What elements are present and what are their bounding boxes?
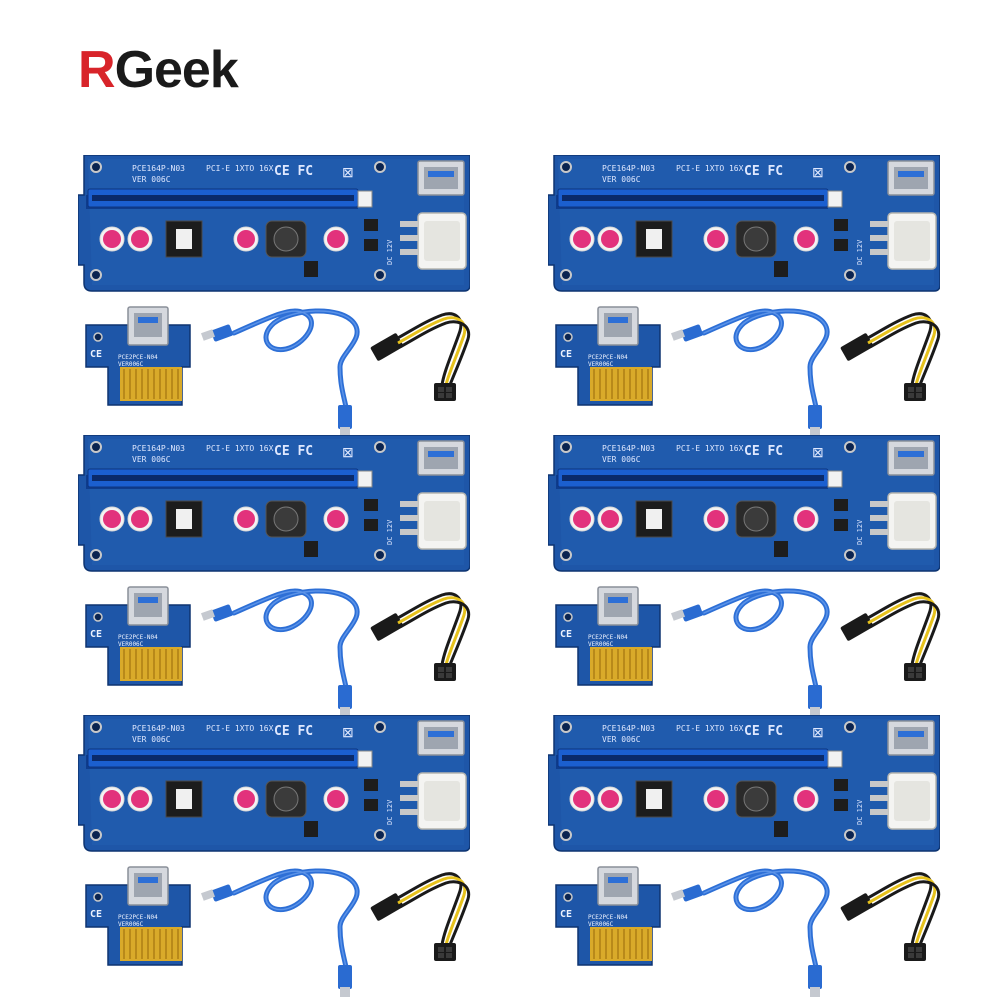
adapter-version-label: VER006C [118, 921, 144, 928]
board-model-label: PCE164P-N03 [132, 724, 185, 733]
board-slot-label: PCI-E 1XTO 16X [676, 444, 744, 453]
board-voltage-label: DC 12V [856, 239, 864, 265]
adapter-model-label: PCE2PCE-N04 [588, 354, 628, 361]
weee-bin-icon: ⊠ [342, 164, 354, 180]
board-cert-marks: CE FC [274, 164, 313, 179]
x1-adapter-card: CE PCE2PCE-N04 VER006C [555, 306, 661, 406]
adapter-cert-marks: CE [90, 629, 102, 640]
power-cable [370, 312, 471, 401]
board-version-label: VER 006C [602, 455, 641, 464]
board-version-label: VER 006C [602, 175, 641, 184]
adapter-version-label: VER006C [118, 361, 144, 368]
x1-adapter-card: CE PCE2PCE-N04 VER006C [85, 866, 191, 966]
usb-cable [200, 588, 360, 717]
riser-board: PCE164P-N03 VER 006C PCI-E 1XTO 16X CE F… [78, 155, 470, 292]
x1-adapter-card: CE PCE2PCE-N04 VER006C [85, 586, 191, 686]
x1-adapter-card: CE PCE2PCE-N04 VER006C [85, 306, 191, 406]
adapter-version-label: VER006C [118, 641, 144, 648]
adapter-model-label: PCE2PCE-N04 [588, 634, 628, 641]
adapter-model-label: PCE2PCE-N04 [588, 914, 628, 921]
riser-kit-1: PCE164P-N03 VER 006C PCI-E 1XTO 16X CE F… [78, 155, 478, 440]
riser-board: PCE164P-N03 VER 006C PCI-E 1XTO 16X CE F… [78, 715, 470, 852]
x1-adapter-card: CE PCE2PCE-N04 VER006C [555, 866, 661, 966]
adapter-version-label: VER006C [588, 361, 614, 368]
usb-cable [200, 308, 360, 437]
board-version-label: VER 006C [132, 455, 171, 464]
accessories-row: CE PCE2PCE-N04 VER006C [555, 866, 941, 997]
riser-board: PCE164P-N03 VER 006C PCI-E 1XTO 16X CE F… [78, 435, 470, 572]
board-model-label: PCE164P-N03 [602, 724, 655, 733]
weee-bin-icon: ⊠ [812, 164, 824, 180]
accessories-row: CE PCE2PCE-N04 VER006C [85, 586, 471, 717]
board-slot-label: PCI-E 1XTO 16X [676, 724, 744, 733]
accessories-row: CE PCE2PCE-N04 VER006C [555, 586, 941, 717]
board-voltage-label: DC 12V [856, 799, 864, 825]
board-voltage-label: DC 12V [386, 519, 394, 545]
accessories-row: CE PCE2PCE-N04 VER006C [85, 306, 471, 437]
riser-kit-5: PCE164P-N03 VER 006C PCI-E 1XTO 16X CE F… [78, 715, 478, 1000]
adapter-model-label: PCE2PCE-N04 [118, 914, 158, 921]
weee-bin-icon: ⊠ [812, 724, 824, 740]
board-slot-label: PCI-E 1XTO 16X [206, 444, 274, 453]
adapter-version-label: VER006C [588, 921, 614, 928]
accessories-row: CE PCE2PCE-N04 VER006C [555, 306, 941, 437]
board-slot-label: PCI-E 1XTO 16X [206, 724, 274, 733]
riser-kit-2: PCE164P-N03 VER 006C PCI-E 1XTO 16X CE F… [548, 155, 948, 440]
adapter-version-label: VER006C [588, 641, 614, 648]
x1-adapter-card: CE PCE2PCE-N04 VER006C [555, 586, 661, 686]
board-slot-label: PCI-E 1XTO 16X [206, 164, 274, 173]
usb-cable [670, 588, 830, 717]
brand-logo-r: R [78, 41, 116, 99]
adapter-model-label: PCE2PCE-N04 [118, 634, 158, 641]
board-model-label: PCE164P-N03 [132, 164, 185, 173]
usb-cable [670, 308, 830, 437]
accessories-row: CE PCE2PCE-N04 VER006C [85, 866, 471, 997]
riser-board: PCE164P-N03 VER 006C PCI-E 1XTO 16X CE F… [548, 715, 940, 852]
riser-board: PCE164P-N03 VER 006C PCI-E 1XTO 16X CE F… [548, 155, 940, 292]
usb-cable [670, 868, 830, 997]
board-version-label: VER 006C [132, 735, 171, 744]
brand-logo: RGeek [78, 41, 239, 99]
riser-kit-3: PCE164P-N03 VER 006C PCI-E 1XTO 16X CE F… [78, 435, 478, 720]
brand-logo-geek: Geek [114, 41, 239, 99]
power-cable [840, 592, 941, 681]
weee-bin-icon: ⊠ [342, 724, 354, 740]
power-cable [840, 312, 941, 401]
board-cert-marks: CE FC [744, 724, 783, 739]
board-cert-marks: CE FC [744, 164, 783, 179]
riser-board: PCE164P-N03 VER 006C PCI-E 1XTO 16X CE F… [548, 435, 940, 572]
adapter-model-label: PCE2PCE-N04 [118, 354, 158, 361]
power-cable [370, 592, 471, 681]
weee-bin-icon: ⊠ [812, 444, 824, 460]
board-cert-marks: CE FC [744, 444, 783, 459]
adapter-cert-marks: CE [560, 629, 572, 640]
board-model-label: PCE164P-N03 [132, 444, 185, 453]
board-slot-label: PCI-E 1XTO 16X [676, 164, 744, 173]
adapter-cert-marks: CE [90, 349, 102, 360]
riser-kit-6: PCE164P-N03 VER 006C PCI-E 1XTO 16X CE F… [548, 715, 948, 1000]
power-cable [370, 872, 471, 961]
board-cert-marks: CE FC [274, 444, 313, 459]
adapter-cert-marks: CE [560, 349, 572, 360]
board-voltage-label: DC 12V [386, 239, 394, 265]
usb-cable [200, 868, 360, 997]
weee-bin-icon: ⊠ [342, 444, 354, 460]
board-model-label: PCE164P-N03 [602, 164, 655, 173]
board-cert-marks: CE FC [274, 724, 313, 739]
riser-kit-4: PCE164P-N03 VER 006C PCI-E 1XTO 16X CE F… [548, 435, 948, 720]
board-model-label: PCE164P-N03 [602, 444, 655, 453]
power-cable [840, 872, 941, 961]
board-version-label: VER 006C [602, 735, 641, 744]
board-version-label: VER 006C [132, 175, 171, 184]
adapter-cert-marks: CE [560, 909, 572, 920]
adapter-cert-marks: CE [90, 909, 102, 920]
board-voltage-label: DC 12V [386, 799, 394, 825]
board-voltage-label: DC 12V [856, 519, 864, 545]
